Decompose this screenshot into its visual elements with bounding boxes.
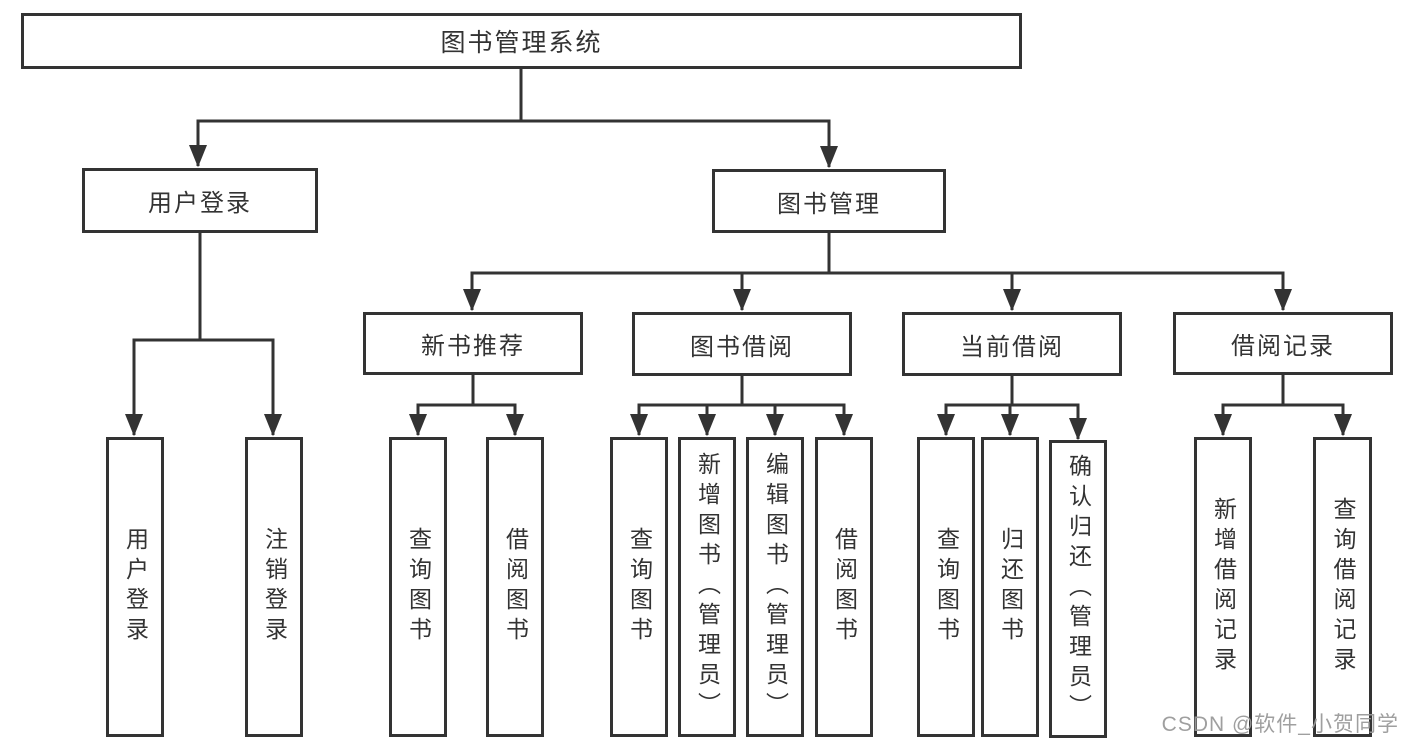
node-label: 查询图书 (626, 527, 653, 647)
leaf-borrow-books: 借阅图书 (815, 437, 873, 737)
node-new-book-recommend: 新书推荐 (363, 312, 583, 375)
node-label: 用户登录 (148, 190, 252, 217)
leaf-return-books: 归还图书 (981, 437, 1039, 737)
node-label: 查询图书 (405, 527, 432, 647)
leaf-query-books: 查询图书 (610, 437, 668, 737)
node-root-library-system: 图书管理系统 (21, 13, 1022, 69)
leaf-logout: 注销登录 (245, 437, 303, 737)
node-label: 查询图书 (933, 527, 960, 647)
node-label: 图书借阅 (690, 333, 794, 361)
node-label: 查询借阅记录 (1330, 497, 1356, 677)
leaf-add-book-admin: 新增图书（管理员） (678, 437, 736, 737)
node-label: 借阅图书 (502, 527, 529, 647)
node-label: 图书管理 (777, 190, 881, 218)
node-current-borrow: 当前借阅 (902, 312, 1122, 376)
node-label: 新书推荐 (421, 333, 525, 360)
leaf-query-borrow-record: 查询借阅记录 (1313, 437, 1372, 737)
leaf-query-books: 查询图书 (917, 437, 975, 737)
node-label: 当前借阅 (960, 333, 1064, 361)
leaf-query-books: 查询图书 (389, 437, 447, 737)
node-label: 用户登录 (122, 527, 149, 647)
watermark-text: CSDN @软件_小贺同学 (1161, 713, 1399, 736)
node-book-management: 图书管理 (712, 169, 946, 233)
node-label: 新增借阅记录 (1210, 497, 1237, 677)
node-user-login: 用户登录 (82, 168, 318, 233)
leaf-user-login: 用户登录 (106, 437, 164, 737)
leaf-edit-book-admin: 编辑图书（管理员） (746, 437, 804, 737)
node-book-borrow: 图书借阅 (632, 312, 852, 376)
node-label: 新增图书（管理员） (694, 452, 721, 722)
node-borrow-records: 借阅记录 (1173, 312, 1393, 375)
node-label: 借阅记录 (1231, 333, 1335, 360)
node-label: 注销登录 (261, 527, 288, 647)
node-label: 编辑图书（管理员） (762, 452, 789, 722)
leaf-borrow-books: 借阅图书 (486, 437, 544, 737)
node-label: 归还图书 (997, 527, 1024, 647)
node-label: 借阅图书 (831, 527, 858, 647)
node-label: 图书管理系统 (440, 29, 603, 57)
leaf-confirm-return-admin: 确认归还（管理员） (1049, 440, 1107, 738)
node-label: 确认归还（管理员） (1065, 454, 1092, 724)
leaf-add-borrow-record: 新增借阅记录 (1194, 437, 1252, 737)
